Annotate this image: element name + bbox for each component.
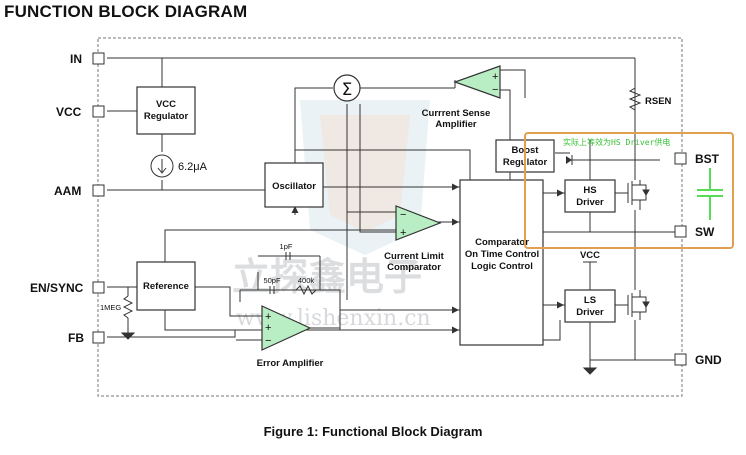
svg-text:Currrent Sense: Currrent Sense (422, 108, 491, 119)
current-source-label: 6.2μA (178, 161, 208, 173)
annotation-text: 实际上等效为HS Driver供电 (563, 137, 670, 147)
current-limit-comparator: − + Current Limit Comparator (384, 205, 445, 273)
pin-label-vcc: VCC (56, 105, 82, 119)
comparator-logic-block: Comparator On Time Control Logic Control (459, 179, 544, 346)
svg-text:Driver: Driver (576, 307, 604, 318)
summing-junction: Σ (333, 74, 361, 102)
pin-en-sync: EN/SYNC (30, 281, 105, 295)
pin-gnd: GND (674, 353, 722, 367)
res-400k-label: 400k (298, 276, 315, 285)
svg-text:+: + (265, 311, 271, 323)
hs-driver-block: HS Driver (564, 179, 616, 213)
pin-label-fb: FB (68, 331, 84, 345)
svg-text:−: − (400, 209, 406, 221)
svg-text:1MEG: 1MEG (100, 303, 121, 312)
pin-bst: BST (674, 152, 720, 166)
pin-label-sw: SW (695, 225, 715, 239)
svg-text:Regulator: Regulator (144, 111, 189, 122)
vcc-node: VCC (580, 250, 600, 263)
svg-text:+: + (492, 71, 498, 83)
pin-label-en-sync: EN/SYNC (30, 281, 84, 295)
bootstrap-diode (566, 155, 573, 165)
pin-aam: AAM (54, 184, 105, 198)
svg-text:Oscillator: Oscillator (272, 181, 316, 192)
ls-mosfet (627, 290, 650, 320)
cap-1pf-label: 1pF (280, 242, 293, 251)
pin-label-aam: AAM (54, 184, 81, 198)
pin-sw: SW (674, 225, 715, 239)
reference-block: Reference (136, 261, 196, 311)
svg-text:RSEN: RSEN (645, 96, 672, 107)
pin-label-gnd: GND (695, 353, 722, 367)
svg-text:HS: HS (583, 185, 596, 196)
feedback-network (269, 252, 317, 296)
bootstrap-capacitor (697, 168, 723, 220)
vcc-regulator-block: VCC Regulator (136, 86, 196, 135)
chip-outline (97, 37, 683, 397)
svg-text:Reference: Reference (143, 281, 189, 292)
svg-text:−: − (492, 84, 498, 96)
svg-text:Comparator: Comparator (387, 262, 441, 273)
svg-text:Driver: Driver (576, 197, 604, 208)
svg-text:On Time Control: On Time Control (465, 249, 539, 260)
oscillator-block: Oscillator (264, 162, 324, 208)
svg-text:+: + (400, 227, 406, 239)
svg-text:VCC: VCC (580, 250, 600, 261)
pin-in: IN (70, 52, 105, 66)
svg-text:Comparator: Comparator (475, 237, 529, 248)
annotation-box: 实际上等效为HS Driver供电 (524, 132, 734, 249)
svg-text:LS: LS (584, 295, 596, 306)
wires (107, 57, 682, 368)
rsen-resistor: RSEN (628, 87, 672, 111)
current-source: 6.2μA (150, 154, 208, 178)
hs-mosfet (627, 180, 650, 210)
pin-vcc: VCC (56, 105, 105, 119)
pin-fb: FB (68, 331, 105, 345)
diagram-title: FUNCTION BLOCK DIAGRAM (4, 2, 248, 21)
svg-text:Amplifier: Amplifier (435, 119, 476, 130)
resistor-1meg: 1MEG (100, 295, 134, 319)
pin-label-bst: BST (695, 152, 720, 166)
ls-driver-block: LS Driver (564, 289, 616, 323)
pin-label-in: IN (70, 52, 82, 66)
watermark-text: 立探鑫电子 (232, 255, 422, 299)
svg-text:+: + (265, 322, 271, 334)
figure-caption: Figure 1: Functional Block Diagram (263, 424, 483, 439)
cap-50pf-label: 50pF (263, 276, 281, 285)
svg-text:VCC: VCC (156, 99, 176, 110)
svg-text:Σ: Σ (342, 80, 353, 100)
svg-text:−: − (265, 335, 271, 347)
svg-text:Current Limit: Current Limit (384, 251, 444, 262)
svg-text:Logic Control: Logic Control (471, 261, 533, 272)
current-sense-amplifier: + − Currrent Sense Amplifier (422, 65, 501, 130)
error-amplifier: + + − Error Amplifier (257, 305, 324, 369)
svg-text:Error Amplifier: Error Amplifier (257, 358, 324, 369)
